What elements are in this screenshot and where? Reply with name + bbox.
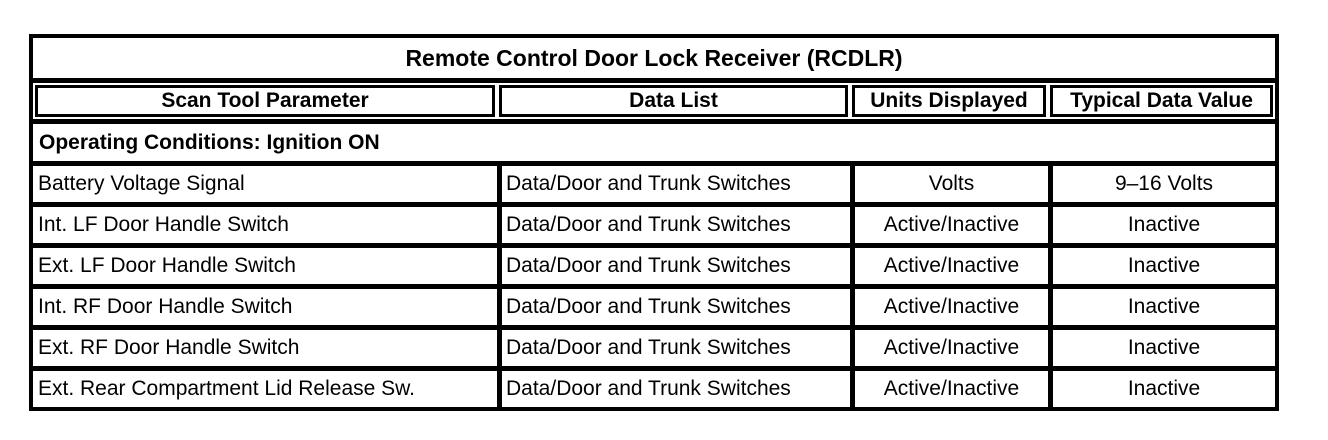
cell-units-displayed: Active/Inactive	[850, 371, 1048, 407]
cell-typical-data-value: Inactive	[1048, 371, 1275, 407]
rcdlr-table: Remote Control Door Lock Receiver (RCDLR…	[29, 34, 1279, 411]
cell-scan-tool-parameter: Int. LF Door Handle Switch	[38, 213, 289, 236]
table-row: Int. RF Door Handle Switch Data/Door and…	[33, 284, 1275, 325]
table-row: Ext. Rear Compartment Lid Release Sw. Da…	[33, 366, 1275, 407]
column-header-units-displayed: Units Displayed	[852, 85, 1046, 117]
cell-typical-data-value: Inactive	[1048, 207, 1275, 243]
operating-conditions-label: Operating Conditions: Ignition ON	[39, 130, 380, 154]
cell-data-list: Data/Door and Trunk Switches	[497, 166, 850, 202]
cell-typical-data-value: 9–16 Volts	[1048, 166, 1275, 202]
column-header-scan-tool-parameter: Scan Tool Parameter	[35, 85, 495, 117]
column-header-data-list: Data List	[499, 85, 848, 117]
cell-units-displayed: Active/Inactive	[850, 248, 1048, 284]
operating-conditions-row: Operating Conditions: Ignition ON	[33, 119, 1275, 161]
cell-typical-data-value: Inactive	[1048, 330, 1275, 366]
table-title-row: Remote Control Door Lock Receiver (RCDLR…	[33, 38, 1275, 78]
cell-typical-data-value: Inactive	[1048, 248, 1275, 284]
cell-units-displayed: Active/Inactive	[850, 207, 1048, 243]
cell-scan-tool-parameter: Int. RF Door Handle Switch	[38, 295, 293, 318]
cell-data-list: Data/Door and Trunk Switches	[497, 330, 850, 366]
cell-data-list: Data/Door and Trunk Switches	[497, 371, 850, 407]
table-row: Ext. LF Door Handle Switch Data/Door and…	[33, 243, 1275, 284]
column-header-typical-data-value: Typical Data Value	[1050, 85, 1273, 117]
cell-data-list: Data/Door and Trunk Switches	[497, 248, 850, 284]
cell-units-displayed: Active/Inactive	[850, 289, 1048, 325]
cell-typical-data-value: Inactive	[1048, 289, 1275, 325]
table-row: Ext. RF Door Handle Switch Data/Door and…	[33, 325, 1275, 366]
cell-scan-tool-parameter: Battery Voltage Signal	[38, 172, 245, 195]
table-row: Battery Voltage Signal Data/Door and Tru…	[33, 161, 1275, 202]
cell-scan-tool-parameter: Ext. Rear Compartment Lid Release Sw.	[38, 377, 415, 400]
cell-data-list: Data/Door and Trunk Switches	[497, 207, 850, 243]
table-row: Int. LF Door Handle Switch Data/Door and…	[33, 202, 1275, 243]
cell-data-list: Data/Door and Trunk Switches	[497, 289, 850, 325]
cell-scan-tool-parameter: Ext. RF Door Handle Switch	[38, 336, 300, 359]
cell-scan-tool-parameter: Ext. LF Door Handle Switch	[38, 254, 296, 277]
cell-units-displayed: Active/Inactive	[850, 330, 1048, 366]
table-title: Remote Control Door Lock Receiver (RCDLR…	[405, 44, 903, 71]
cell-units-displayed: Volts	[850, 166, 1048, 202]
table-header-row: Scan Tool Parameter Data List Units Disp…	[33, 78, 1275, 119]
